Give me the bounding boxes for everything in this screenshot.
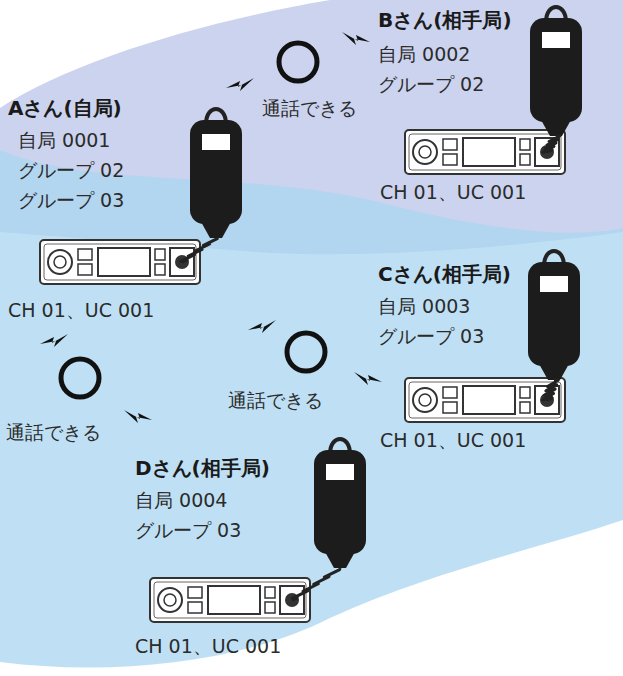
radio-face bbox=[409, 134, 561, 170]
radio-body bbox=[405, 130, 565, 174]
radio-wave-bolt bbox=[342, 32, 370, 45]
station-id: 自局 0002 bbox=[378, 42, 470, 66]
volume-knob bbox=[413, 388, 437, 412]
ok-circle bbox=[279, 43, 317, 81]
mic-body bbox=[530, 18, 582, 122]
talk-ok-note: 通話できる bbox=[262, 96, 357, 120]
radio-button bbox=[265, 587, 275, 598]
radio-button bbox=[188, 602, 202, 613]
station-name: Bさん(相手局) bbox=[378, 8, 512, 32]
radio-button bbox=[520, 387, 530, 398]
radio-face bbox=[154, 582, 306, 618]
mic-strain-relief bbox=[538, 362, 570, 380]
station-name: Cさん(相手局) bbox=[378, 262, 511, 286]
radio-button bbox=[520, 402, 530, 413]
radio-display bbox=[463, 386, 515, 414]
radio-button bbox=[520, 139, 530, 150]
radio-wave-bolt bbox=[354, 372, 382, 385]
mic-window bbox=[326, 464, 354, 480]
station-name: Aさん(自局) bbox=[8, 96, 122, 120]
channel-code: CH 01、UC 001 bbox=[380, 428, 526, 452]
group-id: グループ 03 bbox=[378, 324, 484, 348]
talk-ok-note: 通話できる bbox=[228, 388, 323, 412]
radio-wave-bolt bbox=[226, 78, 254, 91]
radio-button bbox=[78, 249, 92, 260]
group-id: グループ 02 bbox=[378, 72, 484, 96]
volume-knob-inner bbox=[164, 594, 176, 606]
radio-display bbox=[98, 248, 150, 276]
ok-circle bbox=[61, 359, 99, 397]
ok-circle bbox=[287, 333, 325, 371]
station-id: 自局 0001 bbox=[18, 128, 110, 152]
mic-strain-relief bbox=[200, 220, 232, 238]
mic-body bbox=[314, 450, 366, 554]
channel-code: CH 01、UC 001 bbox=[135, 634, 281, 658]
radio-button bbox=[265, 602, 275, 613]
radio-button bbox=[155, 249, 165, 260]
mic-window bbox=[202, 134, 230, 150]
mic-cord bbox=[181, 238, 217, 262]
volume-knob-inner bbox=[54, 256, 66, 268]
mic-body bbox=[528, 262, 580, 366]
volume-knob-inner bbox=[419, 394, 431, 406]
group-03-area bbox=[0, 150, 623, 668]
radio-button bbox=[188, 587, 202, 598]
volume-knob bbox=[158, 588, 182, 612]
talk-ok-note: 通話できる bbox=[6, 420, 101, 444]
radio-face bbox=[44, 244, 196, 280]
radio-button bbox=[78, 264, 92, 275]
volume-knob bbox=[413, 140, 437, 164]
mic-window bbox=[540, 276, 568, 292]
radio-button bbox=[520, 154, 530, 165]
station-id: 自局 0003 bbox=[378, 294, 470, 318]
radio-body bbox=[405, 378, 565, 422]
radio-body bbox=[150, 578, 310, 622]
group-id: グループ 02 bbox=[18, 158, 124, 182]
mic-strain-relief bbox=[324, 550, 356, 568]
station-name: Dさん(相手局) bbox=[135, 456, 270, 480]
radio-button bbox=[155, 264, 165, 275]
radio-wave-bolt bbox=[248, 320, 276, 333]
radio-display bbox=[463, 138, 515, 166]
mic-cord bbox=[543, 136, 560, 152]
volume-knob bbox=[48, 250, 72, 274]
group-id: グループ 03 bbox=[18, 188, 124, 212]
radio-display bbox=[208, 586, 260, 614]
mic-cord bbox=[292, 568, 340, 600]
volume-knob-inner bbox=[419, 146, 431, 158]
radio-button bbox=[443, 154, 457, 165]
radio-body bbox=[40, 240, 200, 284]
radio-wave-bolt bbox=[40, 334, 68, 347]
mic-window bbox=[542, 32, 570, 48]
radio-button bbox=[443, 139, 457, 150]
radio-wave-bolt bbox=[124, 410, 152, 423]
mic-cord bbox=[543, 380, 558, 400]
radio-face bbox=[409, 382, 561, 418]
radio-button bbox=[443, 387, 457, 398]
group-id: グループ 03 bbox=[135, 518, 241, 542]
channel-code: CH 01、UC 001 bbox=[8, 298, 154, 322]
mic-strain-relief bbox=[540, 118, 572, 136]
station-id: 自局 0004 bbox=[135, 488, 227, 512]
channel-code: CH 01、UC 001 bbox=[380, 180, 526, 204]
radio-button bbox=[443, 402, 457, 413]
mic-body bbox=[190, 120, 242, 224]
